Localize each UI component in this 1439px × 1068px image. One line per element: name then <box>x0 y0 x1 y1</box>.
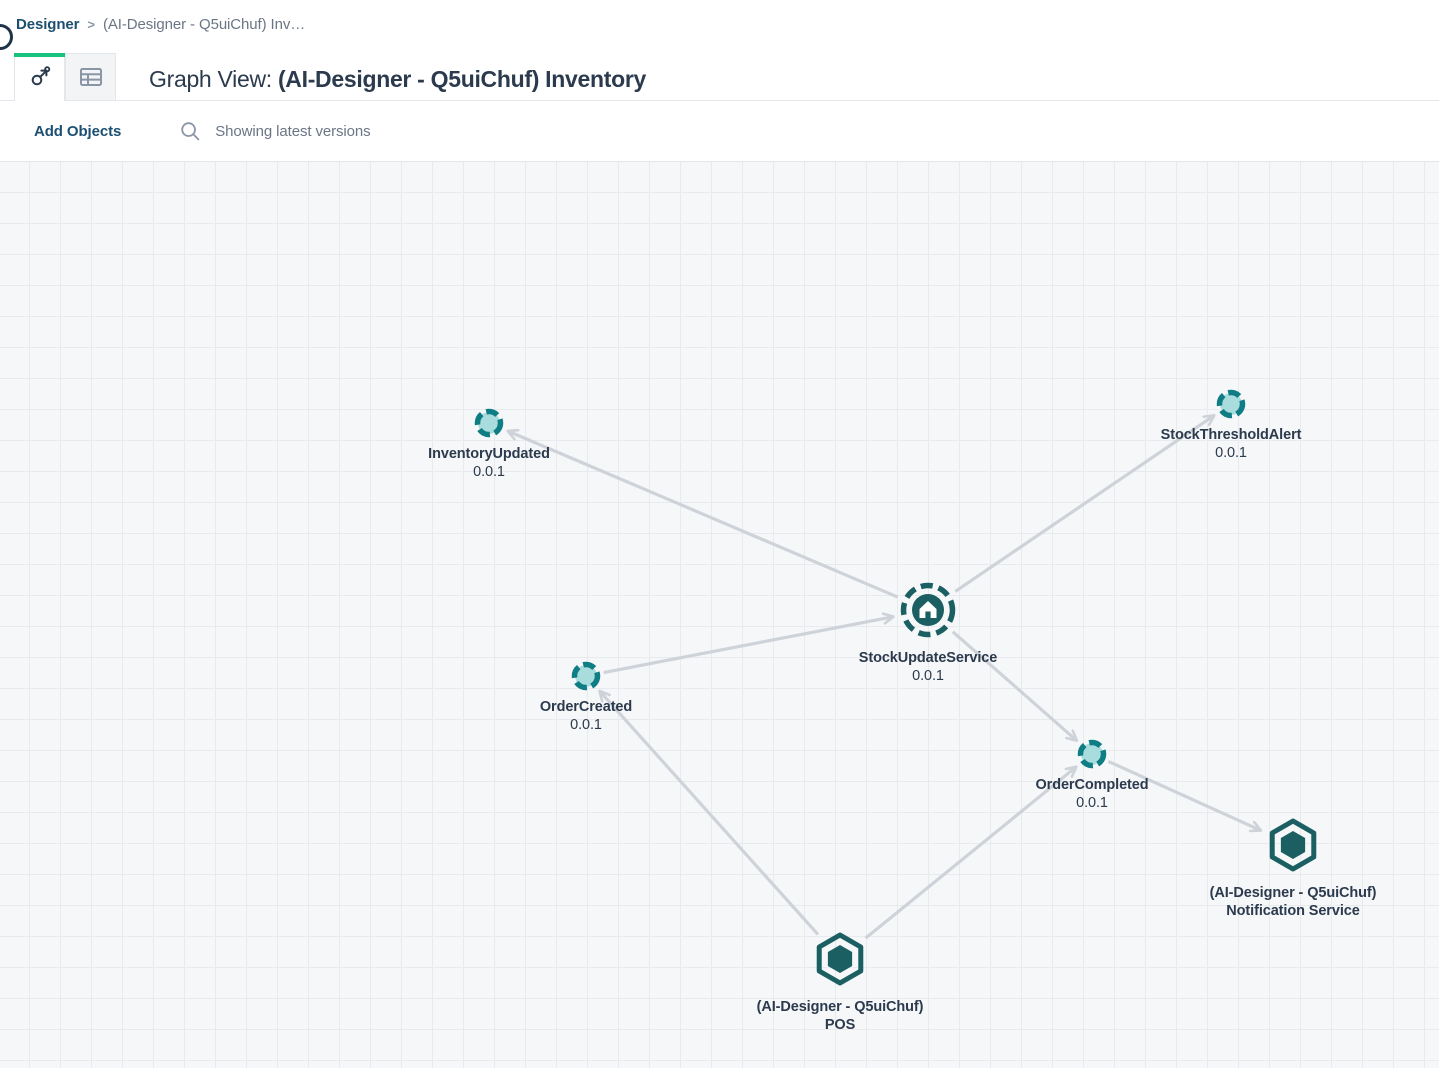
view-tabs <box>14 48 116 101</box>
graph-edge[interactable] <box>951 630 1076 740</box>
graph-edge[interactable] <box>1107 759 1260 830</box>
page-title: Graph View: (AI-Designer - Q5uiChuf) Inv… <box>149 66 646 93</box>
graph-node-icon <box>29 66 51 88</box>
breadcrumb-root-link[interactable]: Designer <box>16 16 80 33</box>
graph-edge[interactable] <box>864 767 1076 940</box>
table-grid-icon <box>79 67 102 87</box>
page-title-prefix: Graph View: <box>149 66 272 92</box>
breadcrumb-separator-icon: > <box>87 17 95 32</box>
graph-edge[interactable] <box>508 431 899 599</box>
graph-edge-layer <box>508 416 1260 940</box>
search-icon[interactable] <box>178 119 202 143</box>
graph-edge[interactable] <box>954 416 1213 593</box>
graph-edge[interactable] <box>603 617 893 675</box>
add-objects-button[interactable]: Add Objects <box>34 122 122 140</box>
breadcrumb-current: (AI-Designer - Q5uiChuf) Inv… <box>102 16 306 33</box>
search-input[interactable] <box>215 122 616 140</box>
breadcrumb: Designer > (AI-Designer - Q5uiChuf) Inv… <box>0 0 1439 50</box>
tab-table-view[interactable] <box>65 53 116 100</box>
tab-graph-view[interactable] <box>14 53 65 101</box>
account-avatar-icon[interactable] <box>0 24 13 50</box>
graph-toolbar: Add Objects <box>0 101 1439 162</box>
view-header: Graph View: (AI-Designer - Q5uiChuf) Inv… <box>0 49 1439 101</box>
graph-svg <box>0 162 1439 940</box>
graph-edge[interactable] <box>600 692 820 936</box>
page-title-main: (AI-Designer - Q5uiChuf) Inventory <box>277 66 646 92</box>
